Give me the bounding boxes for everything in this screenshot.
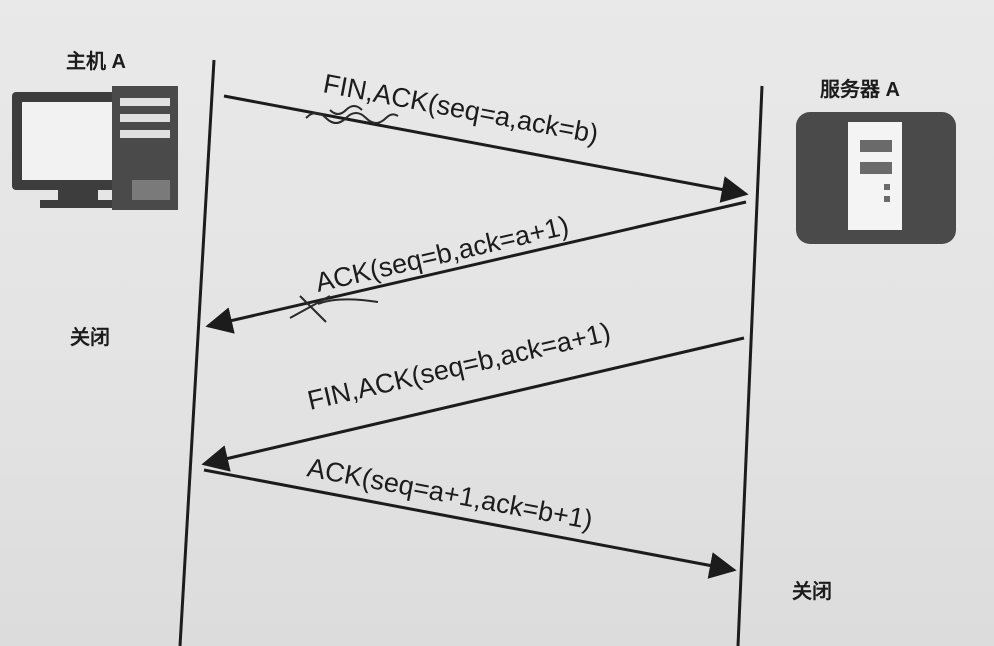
message-arrow-1: [223, 94, 749, 203]
handwritten-cross-mark: [289, 295, 379, 323]
handwritten-scribble-mark: [305, 105, 399, 124]
server-closed-label: 关闭: [792, 579, 832, 603]
message-arrow-4: [203, 468, 737, 579]
server-icon: [796, 112, 956, 244]
client-host-label: 主机 A: [66, 49, 126, 73]
message-label-4: ACK(seq=a+1,ack=b+1): [305, 452, 595, 535]
client-lifeline: [178, 59, 216, 646]
server-lifeline: [736, 85, 764, 646]
message-label-2: ACK(seq=b,ack=a+1): [313, 210, 572, 297]
desktop-computer-icon: [12, 86, 178, 210]
message-label-3: FIN,ACK(seq=b,ack=a+1): [305, 317, 614, 416]
message-arrow-3: [201, 336, 745, 472]
message-label-1: FIN,ACK(seq=a,ack=b): [321, 68, 601, 149]
message-arrow-2: [205, 200, 747, 334]
client-closed-label: 关闭: [70, 325, 110, 349]
server-host-label: 服务器 A: [820, 77, 900, 101]
